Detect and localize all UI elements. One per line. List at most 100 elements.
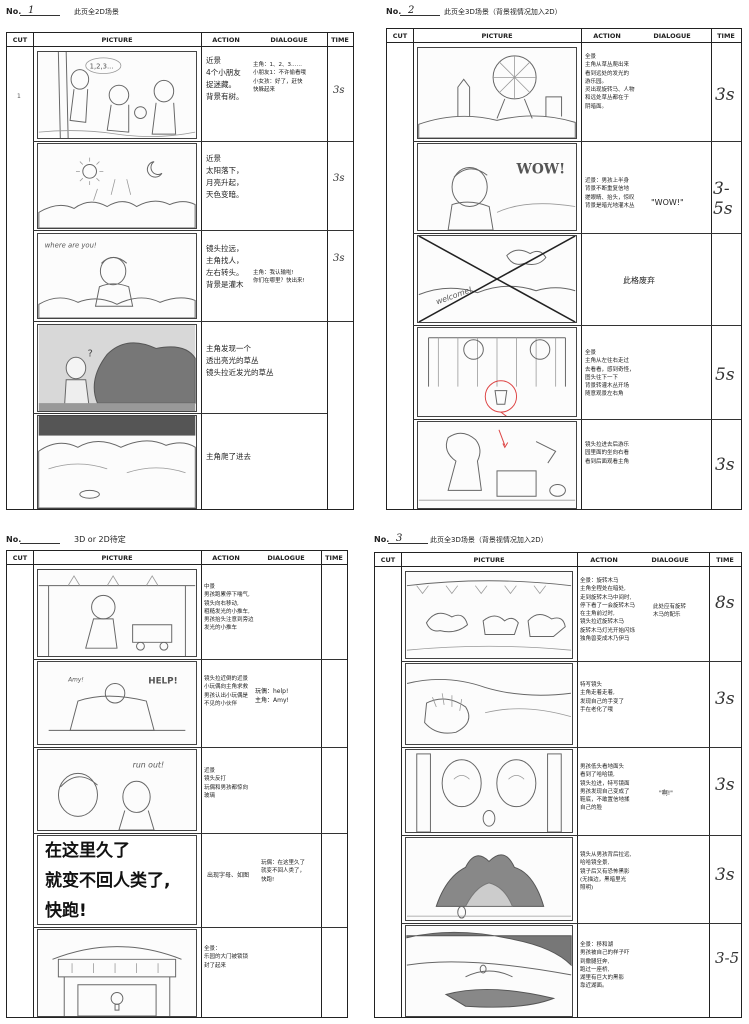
sketch-glowing-bush: ? bbox=[38, 325, 196, 411]
sketch-carousel-horse bbox=[418, 429, 576, 501]
storyboard-panel-1 bbox=[417, 47, 577, 139]
header-action: ACTION bbox=[590, 556, 618, 564]
action-text: 特写镜头 主角走着走着, 发现自己的手变了 手在老化了哦 bbox=[580, 682, 625, 713]
storyboard-panel-1: 1,2,3... bbox=[37, 51, 197, 139]
action-text: 镜头拉远， 主角找人， 左右转头。 背景是灌木 bbox=[206, 244, 244, 289]
dialogue-text: 此处应有旋转 木马的配乐 bbox=[653, 604, 687, 619]
action-text: 全景 主角从左往右走过 去看看，感到奇怪， 图头往下一下 背景转灌木丛开场 随意… bbox=[585, 350, 635, 398]
sketch-boy-and-cart bbox=[38, 575, 196, 656]
header-cut: CUT bbox=[380, 556, 396, 564]
header-action: ACTION bbox=[212, 36, 240, 44]
sheet-number-label: No. bbox=[6, 7, 22, 16]
time-value: 3s bbox=[715, 865, 735, 885]
storyboard-sheet-2: No. 2 此页全3D场景（背景视情况加入2D） CUT PICTURE ACT… bbox=[386, 4, 742, 510]
table-header: CUT PICTURE ACTION DIALOGUE TIME bbox=[7, 33, 353, 47]
table-header: CUT PICTURE ACTION DIALOGUE TIME bbox=[7, 551, 347, 565]
sheet-header: No. 1 此页全2D场景 bbox=[6, 4, 354, 18]
sheet-number-underline bbox=[388, 543, 428, 544]
sheet-header: No. 3 此页全3D场景（背景视情况加入2D） bbox=[374, 532, 742, 546]
header-action: ACTION bbox=[593, 32, 621, 40]
sketch-funhouse-mirrors bbox=[416, 753, 562, 832]
header-dialogue: DIALOGUE bbox=[653, 32, 691, 40]
sheet-number-value: 3D or 2D待定 bbox=[74, 535, 126, 544]
row-divider bbox=[33, 747, 347, 748]
storyboard-panel-1 bbox=[37, 569, 197, 657]
panel-caption: 在这里久了 就变不回人类了, 快跑! bbox=[45, 841, 171, 921]
time-value: 3-5 bbox=[715, 949, 740, 967]
action-text: 中景 男孩跑累停下喘气, 镜头向右移动, 粗糙发光的小推车, 男孩抬头注意到旁边… bbox=[204, 584, 254, 632]
time-value: 3s bbox=[333, 173, 345, 184]
sketch-bridge-lake bbox=[406, 931, 572, 1008]
action-text: 出现字母、如图 bbox=[207, 872, 250, 879]
column-divider bbox=[33, 33, 34, 509]
row-divider bbox=[33, 833, 347, 834]
storyboard-panel-4 bbox=[405, 837, 573, 921]
storyboard-panel-2: WOW! bbox=[417, 143, 577, 231]
storyboard-sheet-3: No. 3D or 2D待定 CUT PICTURE ACTION DIALOG… bbox=[6, 532, 348, 1018]
sketch-welcome-sign: welcome! bbox=[418, 236, 576, 322]
sheet-number-underline bbox=[20, 543, 60, 544]
sheet-number-value: 1 bbox=[28, 5, 35, 16]
header-cut: CUT bbox=[12, 554, 28, 562]
header-time: TIME bbox=[716, 556, 734, 564]
row-divider bbox=[413, 233, 741, 234]
column-divider bbox=[413, 29, 414, 509]
time-value: 5s bbox=[715, 365, 735, 385]
sheet-number-label: No. bbox=[374, 535, 390, 544]
header-picture: PICTURE bbox=[481, 32, 513, 40]
action-text: 镜头拉进去后游乐 园里面的坐向右看 看到后面观看主角 bbox=[585, 442, 630, 465]
sketch-reverse-shot: run out! bbox=[57, 761, 164, 830]
storyboard-panel-3: where are you! bbox=[37, 233, 197, 319]
row-divider bbox=[413, 141, 741, 142]
sketch-text: run out! bbox=[133, 761, 164, 770]
sketch-doll-help: HELP! Amy! bbox=[48, 676, 186, 731]
storyboard-panel-2 bbox=[405, 663, 573, 745]
dialogue-text: 玩偶：help! 主角：Amy! bbox=[255, 688, 289, 704]
action-text: 主角爬了进去 bbox=[206, 452, 251, 461]
sheet-number-underline bbox=[20, 15, 60, 16]
sheet-number-label: No. bbox=[386, 7, 402, 16]
sheet-number-value: 3 bbox=[396, 533, 403, 544]
column-divider bbox=[711, 29, 712, 509]
sketch-carousel bbox=[428, 337, 566, 416]
header-cut: CUT bbox=[392, 32, 408, 40]
row-divider bbox=[413, 419, 741, 420]
sheet-title: 此页全3D场景（背景视情况加入2D） bbox=[430, 536, 548, 544]
action-text: 近景：男孩上半身 背景不断重复信地 搓眼睛、抬头，惊叹 背景是暗光地灌木丛 bbox=[585, 178, 635, 209]
storyboard-sheet-1: No. 1 此页全2D场景 CUT PICTURE ACTION DIALOGU… bbox=[6, 4, 354, 510]
sheet-title: 此页全2D场景 bbox=[74, 8, 119, 16]
header-dialogue: DIALOGUE bbox=[267, 554, 305, 562]
time-value: 3s bbox=[333, 253, 345, 264]
header-picture: PICTURE bbox=[101, 36, 133, 44]
header-cut: CUT bbox=[12, 36, 28, 44]
sketch-text-amy: Amy! bbox=[67, 678, 84, 684]
storyboard-panel-4 bbox=[417, 327, 577, 417]
header-time: TIME bbox=[717, 32, 735, 40]
header-dialogue: DIALOGUE bbox=[270, 36, 308, 44]
action-text: 全景：旋转木马 主角全程处在暗处, 走到旋转木马中间时, 停下看了一会旋转木马 … bbox=[580, 578, 636, 642]
row-divider bbox=[401, 835, 741, 836]
row-divider bbox=[401, 747, 741, 748]
header-picture: PICTURE bbox=[473, 556, 505, 564]
action-text: 男孩低头看地面头 看到了哈哈镜, 镜头拉进，特写镜面 男孩发现自己变成了 鞋底，… bbox=[580, 764, 630, 812]
sketch-carousel-horses bbox=[406, 580, 572, 651]
dialogue-text: 玩偶：在这里久了 就变不回人类了， 快跑! bbox=[261, 860, 306, 883]
column-divider bbox=[709, 553, 710, 1017]
row-divider bbox=[33, 659, 347, 660]
table-header: CUT PICTURE ACTION DIALOGUE TIME bbox=[375, 553, 741, 567]
sheet-title: 此页全3D场景（背景视情况加入2D） bbox=[444, 8, 562, 16]
action-text: 近景 镜头反打 玩偶和男孩都惊向 玻璃 bbox=[204, 768, 249, 799]
row-divider bbox=[413, 325, 741, 326]
sketch-kids-hide-and-seek: 1,2,3... bbox=[38, 52, 196, 138]
row-divider bbox=[401, 661, 741, 662]
sketch-text: 1,2,3... bbox=[90, 63, 114, 71]
storyboard-panel-5 bbox=[417, 421, 577, 509]
sheet-number-value: 2 bbox=[408, 5, 415, 16]
storyboard-panel-5 bbox=[37, 929, 197, 1017]
dialogue-text: 此格废弃 bbox=[623, 276, 655, 285]
storyboard-table: CUT PICTURE ACTION DIALOGUE TIME 全景 主角从草… bbox=[386, 28, 742, 510]
header-time: TIME bbox=[331, 36, 349, 44]
column-divider bbox=[577, 553, 578, 1017]
storyboard-table: CUT PICTURE ACTION DIALOGUE TIME 全景：旋转木马… bbox=[374, 552, 742, 1018]
dialogue-text: 主角：我认输啦! 你们在哪里？快出来! bbox=[253, 270, 305, 285]
